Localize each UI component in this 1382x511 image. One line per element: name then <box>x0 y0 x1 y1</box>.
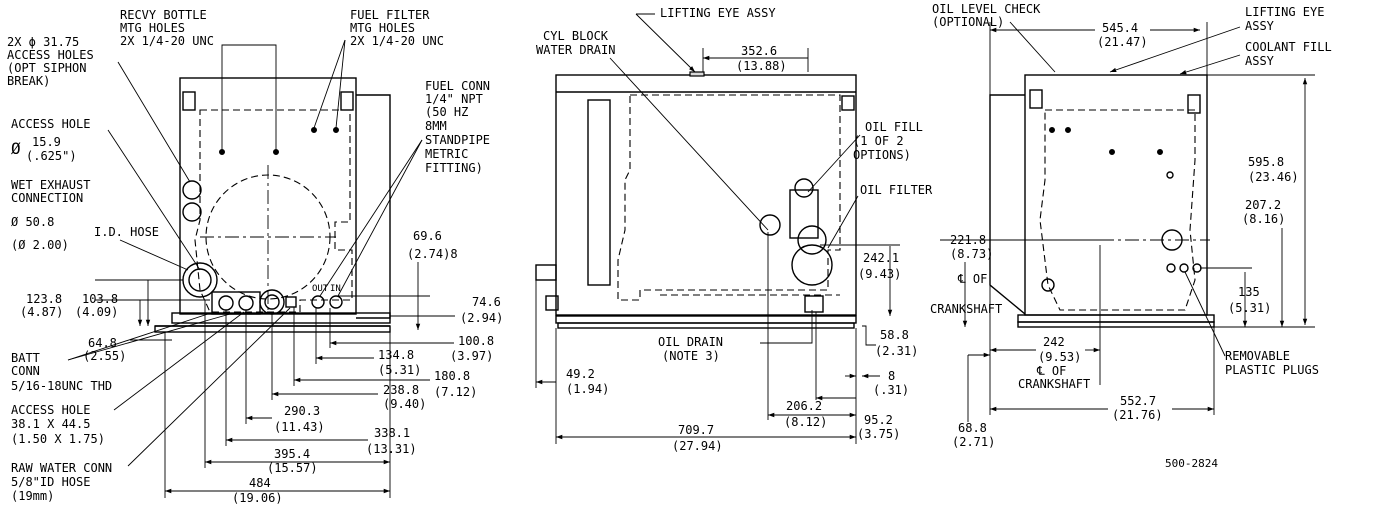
dim-100-8: 100.8(3.97) <box>450 334 494 363</box>
dim-290-3: 290.3(11.43) <box>274 404 325 434</box>
fuel-in-label: IN <box>330 284 341 294</box>
dim-709-7: 709.7(27.94) <box>672 423 723 453</box>
dim-338-1: 338.1(13.31) <box>366 426 417 456</box>
dim-221-8: 221.8(8.73) <box>950 233 993 261</box>
dim-238-8: 238.8(9.40) <box>383 383 426 411</box>
dim-242-1: 242.1(9.43) <box>858 251 901 281</box>
dim-69-6: 69.6(2.74)8 <box>407 229 458 261</box>
fuel-out-label: OUT <box>312 284 329 294</box>
dim-207-2: 207.2(8.16) <box>1242 198 1285 226</box>
oil-drain-note: OIL DRAIN(NOTE 3) <box>658 335 723 363</box>
dim-103-8: 103.8(4.09) <box>75 292 118 319</box>
dim-58-8: 58.8(2.31) <box>875 328 918 358</box>
dim-395-4: 395.4(15.57) <box>267 447 318 475</box>
dim-180-8: 180.8(7.12) <box>434 369 477 399</box>
middle-view-outline <box>535 71 857 329</box>
dim-242: 242(9.53) <box>1038 335 1081 364</box>
left-view-outline: OUT IN <box>154 77 391 333</box>
lifting-eye-note-middle: LIFTING EYE ASSY <box>660 6 776 20</box>
access-hole-small-note: ACCESS HOLE <box>11 117 90 131</box>
dim-595-8: 595.8(23.46) <box>1248 155 1299 184</box>
dim-95-2: 95.2(3.75) <box>857 413 900 441</box>
drawing-number: 500-2824 <box>1165 457 1218 470</box>
dim-135: 135(5.31) <box>1228 285 1271 315</box>
dim-545-4: 545.4(21.47) <box>1097 21 1148 49</box>
access-hole-diameter-symbol: Ø <box>11 139 21 158</box>
right-view-outline <box>989 74 1215 328</box>
dim-352-6: 352.6(13.88) <box>736 44 787 73</box>
dim-484: 484(19.06) <box>232 476 283 505</box>
dim-8: 8(.31) <box>873 369 909 397</box>
dim-49-2: 49.2(1.94) <box>566 367 609 396</box>
dim-206-2: 206.2(8.12) <box>784 399 827 429</box>
access-hole-small-dim: 15.9(.625") <box>26 135 77 163</box>
dim-68-8: 68.8(2.71) <box>952 421 995 449</box>
right-view: OIL LEVEL CHECK(OPTIONAL) 545.4(21.47) L… <box>930 2 1332 470</box>
dim-74-6: 74.6(2.94) <box>460 295 503 325</box>
id-hose-note: I.D. HOSE <box>94 225 159 239</box>
dim-552-7: 552.7(21.76) <box>1112 394 1163 422</box>
exhaust-dim: Ø 50.8(Ø 2.00) <box>11 215 69 252</box>
oil-level-check-note: OIL LEVEL CHECK(OPTIONAL) <box>932 2 1041 29</box>
oil-filter-note: OIL FILTER <box>860 183 933 197</box>
dim-134-8: 134.8(5.31) <box>378 348 421 377</box>
dim-123-8: 123.8(4.87) <box>20 292 63 319</box>
